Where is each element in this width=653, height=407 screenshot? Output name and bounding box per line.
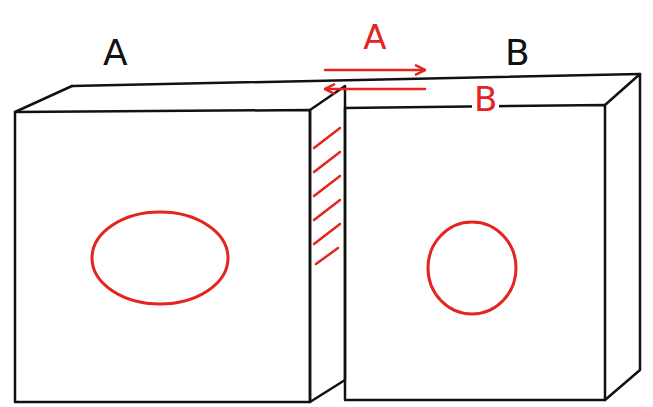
hatch-line	[314, 152, 340, 172]
shared-face	[310, 86, 345, 402]
red-circle	[92, 212, 228, 304]
top-back-edge	[72, 74, 640, 86]
front-face-b	[345, 105, 605, 400]
red-arrow	[325, 69, 425, 72]
red-arrow	[325, 88, 425, 91]
red-circle	[428, 222, 516, 314]
hatch-line	[314, 128, 340, 148]
edge-line	[15, 86, 72, 112]
hatch-line	[316, 248, 338, 264]
hatch-line	[314, 176, 340, 196]
front-face-a	[15, 110, 310, 402]
hatch-line	[314, 224, 340, 244]
box-heading: B	[505, 35, 530, 71]
side-face-b	[605, 74, 640, 400]
box-region: A	[15, 25, 325, 403]
box-heading: A	[103, 35, 128, 71]
arrow-label: A	[361, 20, 388, 54]
box-region: B	[425, 25, 640, 403]
arrow-label: B	[472, 82, 499, 116]
hatch-line	[314, 200, 340, 220]
